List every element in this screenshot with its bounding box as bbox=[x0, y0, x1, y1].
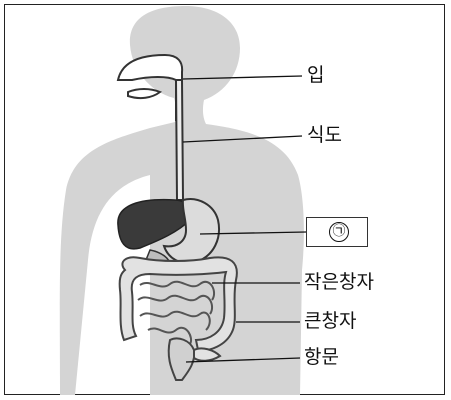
label-mouth: 입 bbox=[307, 66, 324, 85]
blank-answer-box: ㉠ bbox=[306, 217, 368, 247]
label-blank-marker: ㉠ bbox=[329, 222, 349, 242]
label-esophagus: 식도 bbox=[307, 126, 342, 145]
label-small-intestine: 작은창자 bbox=[304, 273, 374, 292]
label-anus: 항문 bbox=[304, 348, 339, 367]
esophagus-tube bbox=[176, 80, 183, 200]
label-large-intestine: 큰창자 bbox=[304, 312, 356, 331]
